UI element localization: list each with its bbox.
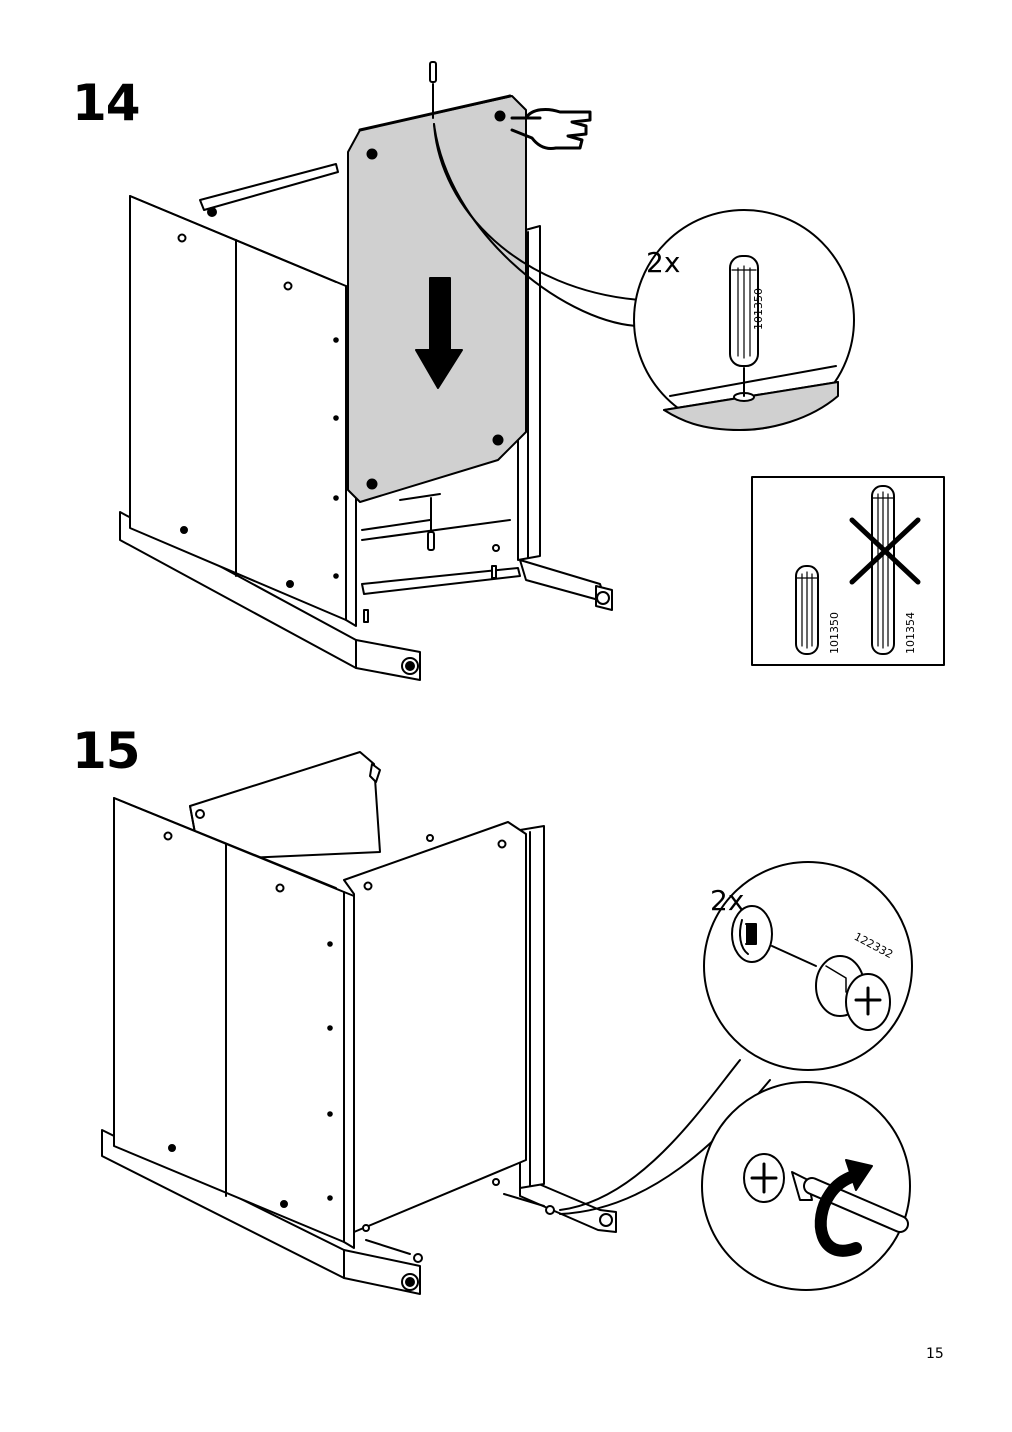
- dowel-detail-circle: [633, 209, 855, 431]
- wrong-cross-icon: [849, 517, 921, 585]
- dowel-quantity-label: 2x: [646, 246, 681, 279]
- step-14-number: 14: [72, 74, 141, 132]
- wrong-dowel-part-number: 101354: [904, 612, 917, 654]
- rotate-clockwise-arrow-icon: [814, 1159, 873, 1257]
- hand-pointer-icon: [510, 108, 592, 150]
- correct-dowel-part-number: 101350: [828, 612, 841, 654]
- cam-lock-quantity-label: 2x: [710, 884, 745, 917]
- step-15-frame: [101, 751, 617, 1295]
- step-14-frame: [119, 61, 613, 681]
- dowel-part-number: 101350: [752, 288, 765, 330]
- screwdriver-detail-circle: [701, 1081, 911, 1291]
- dowel-comparison-box: [751, 476, 945, 666]
- page-number: 15: [926, 1346, 944, 1362]
- cam-lock-detail-circle: [703, 861, 913, 1071]
- step-15-number: 15: [72, 722, 141, 780]
